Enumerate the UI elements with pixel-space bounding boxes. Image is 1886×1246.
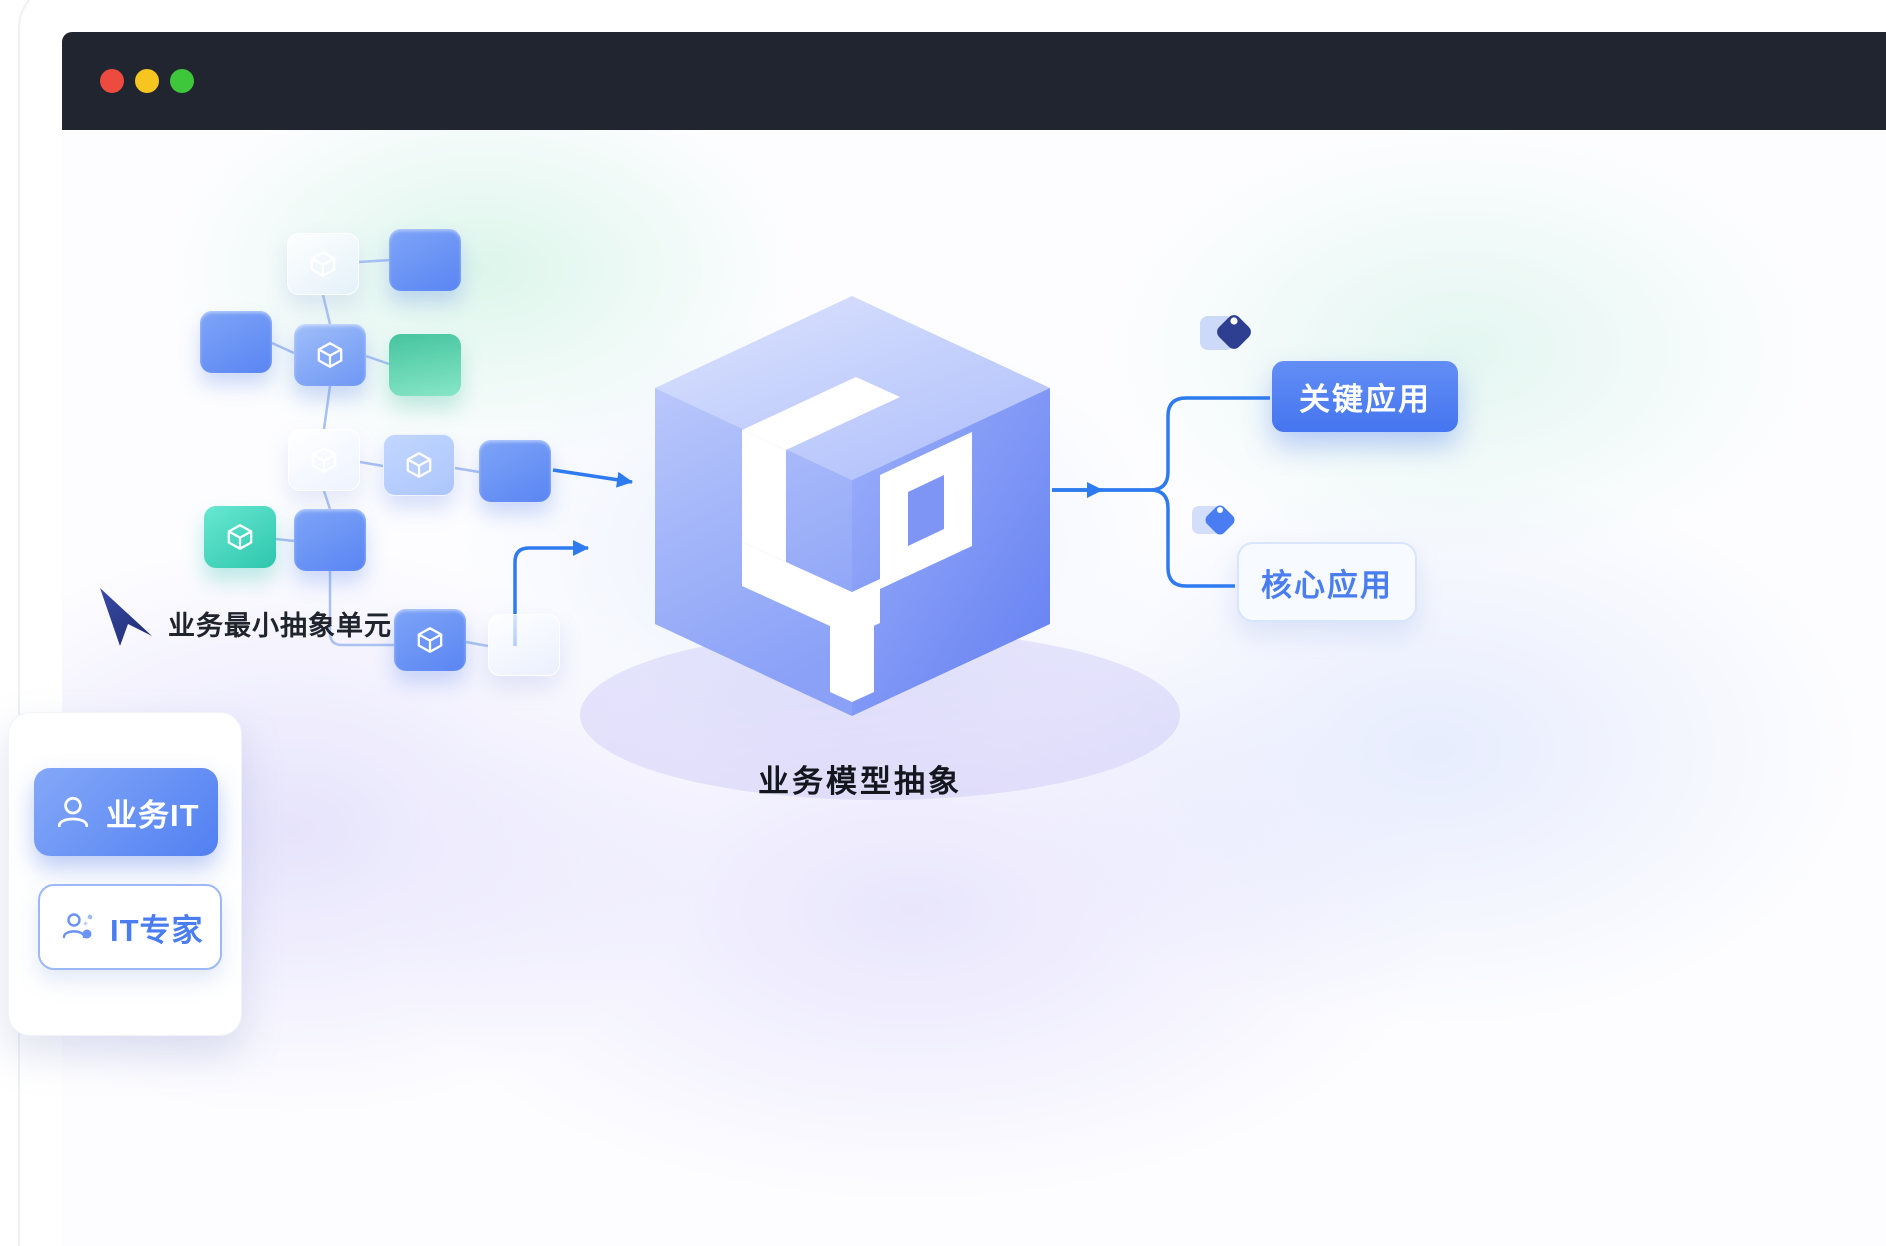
maximize-button[interactable] xyxy=(170,69,194,93)
close-button[interactable] xyxy=(100,69,124,93)
unit-callout-label: 业务最小抽象单元 xyxy=(168,611,392,641)
it-expert-text: IT专家 xyxy=(110,912,204,948)
cube-glow xyxy=(580,630,1180,800)
module-tile xyxy=(294,509,366,571)
module-tile xyxy=(383,434,455,496)
person-icon xyxy=(57,796,89,828)
cube-icon xyxy=(314,339,346,371)
module-tile xyxy=(479,440,551,502)
cursor-icon xyxy=(96,584,156,655)
module-tile xyxy=(394,609,466,671)
business-it-text: 业务IT xyxy=(106,797,200,833)
cube-logo-hole xyxy=(908,475,944,546)
module-tile xyxy=(287,233,359,295)
core-app-label: 核心应用 xyxy=(1237,542,1417,622)
module-tile xyxy=(389,334,461,396)
module-tile xyxy=(389,229,461,291)
roles-panel xyxy=(8,712,242,1036)
key-app-label: 关键应用 xyxy=(1272,361,1458,432)
it-expert-badge: IT专家 xyxy=(38,884,222,970)
cube-icon xyxy=(403,449,435,481)
cube-icon xyxy=(307,248,339,280)
minimize-button[interactable] xyxy=(135,69,159,93)
branch-core-app xyxy=(1052,488,1235,588)
person-gear-icon xyxy=(62,913,93,939)
diagram-canvas xyxy=(62,130,1886,1246)
arrow-grid-to-cube-bottom xyxy=(513,540,589,646)
core-app-text: 核心应用 xyxy=(1261,567,1393,603)
cube-caption: 业务模型抽象 xyxy=(758,764,962,799)
cube-illustration xyxy=(655,296,1050,716)
arrow-grid-to-cube-top xyxy=(552,468,633,488)
cube-icon xyxy=(414,624,446,656)
module-tile xyxy=(200,311,272,373)
module-tile xyxy=(288,429,360,491)
branch-key-app xyxy=(1052,396,1270,492)
tag-icon xyxy=(1198,304,1256,369)
module-tile xyxy=(294,324,366,386)
module-tile xyxy=(204,506,276,568)
cube-icon xyxy=(308,444,340,476)
tag-icon xyxy=(1190,496,1240,553)
flow-arrows xyxy=(513,396,1270,646)
window-title-bar xyxy=(62,32,1886,130)
module-tile xyxy=(488,614,560,676)
business-it-badge: 业务IT xyxy=(34,768,218,856)
cube-icon xyxy=(224,521,256,553)
page-frame xyxy=(18,0,1886,1246)
key-app-text: 关键应用 xyxy=(1299,382,1431,417)
grid-connectors xyxy=(271,258,489,648)
